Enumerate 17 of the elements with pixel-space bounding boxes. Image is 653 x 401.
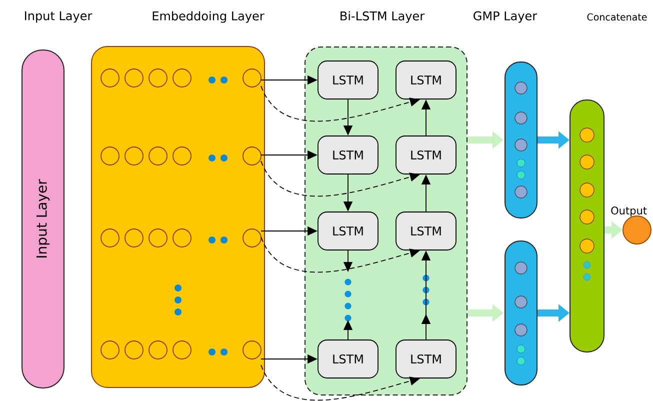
embedding-panel bbox=[91, 46, 265, 388]
input-layer-pill: Input Layer bbox=[22, 50, 64, 388]
lstm-box: LSTM bbox=[318, 136, 378, 174]
layer-heading: Concatenate bbox=[587, 13, 647, 21]
lstm-box: LSTM bbox=[318, 60, 378, 100]
layer-heading: GMP Layer bbox=[474, 11, 538, 23]
lstm-box: LSTM bbox=[396, 136, 456, 174]
lstm-box: LSTM bbox=[396, 340, 456, 378]
layer-heading: Bi-LSTM Layer bbox=[340, 11, 425, 23]
layer-heading: Embeddoing Layer bbox=[152, 11, 264, 23]
output-circle bbox=[622, 216, 652, 244]
lstm-box: LSTM bbox=[396, 60, 456, 100]
lstm-box: LSTM bbox=[396, 212, 456, 250]
lstm-box: LSTM bbox=[318, 340, 378, 378]
lstm-box: LSTM bbox=[318, 212, 378, 250]
output-label: Output bbox=[611, 206, 647, 217]
layer-heading: Input Layer bbox=[25, 11, 92, 23]
